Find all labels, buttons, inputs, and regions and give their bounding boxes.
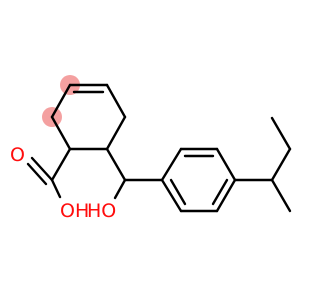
acid-carbon-bond: [50, 147, 72, 182]
benzene-inner-bond-2: [211, 178, 229, 206]
acid-hydroxyl-label: OH: [60, 200, 89, 222]
ring-bond-2: [50, 115, 72, 151]
benzene-bond-6: [160, 178, 183, 213]
acid-double-bond-a: [30, 156, 54, 182]
sec-butyl-group: [233, 116, 292, 213]
atom-labels: O OH HO: [10, 144, 116, 222]
carbonyl-oxygen-label: O: [10, 144, 25, 166]
cyclohexene-ring: [50, 83, 127, 151]
molecule-canvas: O OH HO: [10, 75, 292, 222]
hydroxyl-bond: [113, 178, 127, 200]
ring-bond-1: [50, 83, 72, 119]
molecule-structure: O OH HO: [10, 75, 292, 222]
carboxylic-acid-group: [26, 147, 72, 199]
butyl-bond-3: [270, 116, 292, 151]
benzene-ring: [160, 147, 237, 213]
acid-double-bond-b: [26, 162, 48, 186]
alcohol-hydroxyl-label: HO: [87, 200, 116, 222]
benzene-inner-bond-3: [169, 178, 187, 206]
benzene-bond-1: [160, 147, 183, 182]
carbinol-group: [105, 147, 164, 200]
acid-single-bond: [50, 178, 62, 199]
ring-bond-5: [105, 83, 127, 119]
ring-bond-4: [105, 115, 127, 151]
benzene-bond-4: [215, 178, 237, 213]
benzene-bond-3: [215, 147, 237, 182]
carbinol-bond: [105, 147, 127, 182]
butyl-methyl-bond: [270, 178, 292, 213]
butyl-bond-2: [270, 147, 292, 182]
